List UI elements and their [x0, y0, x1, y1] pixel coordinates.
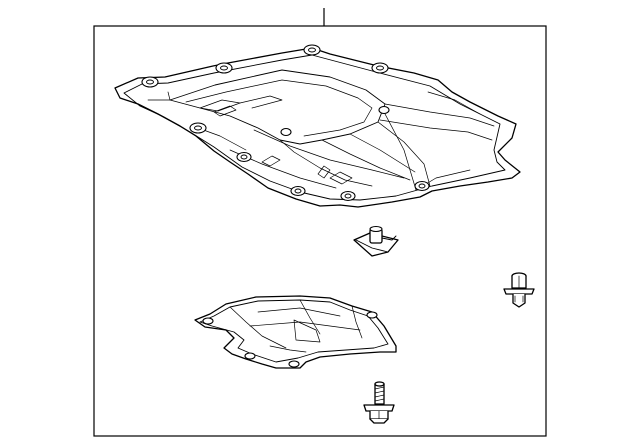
engine-under-cover	[114, 44, 521, 208]
mount-hole-7	[290, 185, 306, 197]
mount-hole-1	[141, 76, 159, 88]
small-cover-hole-4	[288, 360, 300, 368]
mount-hole-9	[414, 180, 430, 192]
mount-hole-6	[236, 151, 252, 163]
mount-hole-3	[303, 44, 321, 56]
small-cover-hole-1	[202, 317, 214, 325]
mount-hole-5	[189, 122, 207, 134]
small-cover-hole-3	[244, 352, 256, 360]
mount-hole-11	[378, 105, 390, 115]
clip-nut	[353, 225, 399, 257]
mount-hole-8	[340, 190, 356, 202]
mount-hole-2	[215, 62, 233, 74]
small-cover-hole-2	[366, 311, 378, 319]
small-under-cover	[194, 295, 397, 369]
push-retainer	[503, 272, 535, 308]
mount-hole-10	[280, 127, 292, 137]
flange-bolt	[363, 381, 395, 424]
mount-hole-4	[371, 62, 389, 74]
